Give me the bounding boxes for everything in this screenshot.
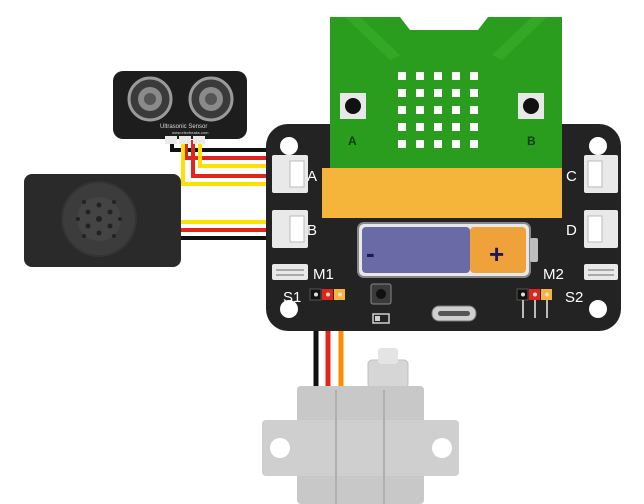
port-c-label: C: [566, 168, 577, 185]
expansion-board: - +: [266, 124, 621, 331]
port-d-connector: [584, 210, 618, 248]
reset-button[interactable]: [370, 283, 392, 305]
port-b-label: B: [307, 222, 317, 239]
motor-m1-connector: [272, 264, 308, 280]
battery-minus-label: -: [366, 238, 375, 268]
port-c-connector: [584, 155, 618, 193]
microbit-button-a[interactable]: [340, 93, 366, 119]
microbit-board: A B: [330, 17, 562, 168]
servo-motor: [262, 348, 459, 504]
battery-plus-label: +: [489, 239, 504, 269]
port-a-label: A: [307, 168, 317, 185]
sensor-subtitle: www.elecfreaks.com: [172, 130, 209, 135]
s2-label: S2: [565, 289, 583, 306]
m2-label: M2: [543, 266, 564, 283]
servo-header-s1: [309, 288, 345, 301]
port-b-connector: [272, 210, 308, 248]
battery-icon: - +: [357, 222, 538, 278]
port-d-label: D: [566, 222, 577, 239]
sensor-title: Ultrasonic Sensor: [160, 124, 207, 130]
speaker-grille-holes: [76, 200, 122, 238]
led-matrix: [398, 72, 478, 148]
port-a-connector: [272, 155, 308, 193]
speaker-module: [24, 174, 305, 267]
motor-m2-connector: [584, 264, 618, 280]
battery-indicator-icon: [372, 313, 390, 324]
microbit-button-b[interactable]: [518, 93, 544, 119]
usb-c-port: [431, 305, 477, 322]
button-a-label: A: [348, 134, 357, 148]
ultrasonic-sensor: Ultrasonic Sensor www.elecfreaks.com: [113, 71, 305, 186]
servo-header-s2: [516, 288, 552, 318]
button-b-label: B: [527, 134, 536, 148]
m1-label: M1: [313, 266, 334, 283]
s1-label: S1: [283, 289, 301, 306]
microbit-edge-connector: [322, 168, 562, 218]
